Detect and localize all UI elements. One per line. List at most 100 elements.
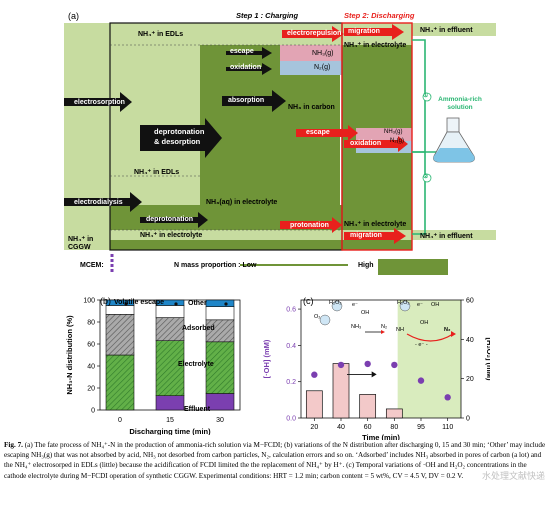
deprotonation-bottom-label: deprotonation <box>146 216 194 223</box>
bar-segment <box>105 305 135 315</box>
bar-segment <box>205 393 235 411</box>
migration-top-arrow <box>344 24 404 40</box>
y-axis-label: NH₃-N distribution (%) <box>65 315 74 395</box>
inset-n2-right: N₂ <box>444 327 451 333</box>
y-tick-label: 60 <box>87 342 95 349</box>
y-tick-label: 80 <box>87 320 95 327</box>
x-tick-label: 95 <box>417 424 425 431</box>
mcem-label: MCEM: <box>80 262 104 269</box>
inset-h2o2-icon <box>331 300 343 312</box>
nh4-in-electrolyte-mid: NH₄⁺ in electrolyte <box>344 221 407 228</box>
oh-bar <box>332 363 350 419</box>
electrorepulsion-label: electrorepulsion <box>287 30 342 37</box>
oxidation-top-pill <box>280 61 342 75</box>
nh4-in-edls-top: NH₄⁺ in EDLs <box>138 31 184 38</box>
edls-top-band <box>110 23 342 45</box>
y-left-tick-label: 0.4 <box>286 343 296 350</box>
inset-h2o2: H₂O₂ <box>329 300 342 306</box>
panel-a-letter: (a) <box>68 11 79 21</box>
bar-segment <box>205 299 235 307</box>
h2o2-point <box>391 361 398 369</box>
y-tick-label: 100 <box>83 298 95 305</box>
inset-e2: e⁻ <box>417 302 423 308</box>
electrodialysis-arrow <box>64 192 142 212</box>
inset-o2-icon <box>319 314 331 326</box>
escape-mid-arrow <box>296 125 358 141</box>
escape-mid-label: escape <box>306 129 330 136</box>
h2o2-point <box>364 360 371 368</box>
bar-segment <box>105 313 135 356</box>
escape-top-arrow <box>226 47 272 59</box>
x-tick-label: 15 <box>166 417 174 424</box>
inset-oh3: OH <box>420 320 429 326</box>
ammonia-rich-label: Ammonia-rich solution <box>438 96 482 111</box>
x-tick-label: 20 <box>310 424 318 431</box>
nh4-in-electrolyte-top: NH₄⁺ in electrolyte <box>344 42 407 49</box>
y-tick-label: 20 <box>87 386 95 393</box>
bar-segment <box>105 299 135 306</box>
panel-c-letter: (c) <box>303 296 314 306</box>
oxidation-top-label: oxidation <box>230 64 262 71</box>
nh3g-mid-label: NH₃(g) <box>384 129 403 135</box>
inset-oh2: OH <box>431 302 440 308</box>
y-left-tick-label: 0.2 <box>286 379 296 386</box>
migration-bottom-label: migration <box>350 232 382 239</box>
oh-bar <box>305 390 323 419</box>
escape-top-pill <box>280 45 342 61</box>
cggw-column <box>64 23 110 250</box>
circle-1-label: ① <box>423 93 429 99</box>
oh-bar <box>385 408 403 419</box>
bar-segment <box>155 340 185 397</box>
bar-segment <box>155 317 185 342</box>
oxidation-mid-arrow <box>344 136 408 152</box>
y-right-tick-label: 60 <box>466 298 474 305</box>
absorption-arrow <box>222 90 286 112</box>
x-tick-label: 80 <box>390 424 398 431</box>
x-axis-label: Time (min) <box>362 433 400 440</box>
nh4-in-cggw-label: NH₄⁺ in CGGW <box>68 236 94 251</box>
inset-h2o2-right: H₂O₂ <box>397 300 410 306</box>
flask-icon <box>433 117 475 163</box>
deprotonation-desorption-arrow <box>140 118 222 158</box>
oxidation-mid-label: oxidation <box>350 140 382 147</box>
nh3aq-label: NH₃(aq) in electrolyte <box>206 199 278 206</box>
panel-a: (a) Step 1 : Charging Step 2: Dischargin… <box>64 11 496 275</box>
oxidation-top-arrow <box>226 63 272 75</box>
bar-dot <box>174 302 178 306</box>
effluent-top-band <box>412 23 496 36</box>
inset-oh1: OH <box>361 310 370 316</box>
y-left-axis-label: [·OH] (mM) <box>262 339 271 378</box>
n2g-mid-label: N₂(g) <box>390 138 404 144</box>
nh4-in-edls-mid: NH₄⁺ in EDLs <box>134 169 180 176</box>
n2g-top-label: N₂(g) <box>314 64 331 71</box>
trend-arrow-head <box>371 371 377 378</box>
bar-segment <box>205 341 235 394</box>
inset-o2: O₂ <box>314 314 321 320</box>
y-left-tick-label: 0.6 <box>286 307 296 314</box>
escape-top-label: escape <box>230 48 254 55</box>
panel-b-letter: (b) <box>100 296 111 306</box>
bottom-band <box>110 230 496 240</box>
y-right-tick-label: 20 <box>466 376 474 383</box>
x-tick-label: 0 <box>118 417 122 424</box>
inset-e-minus: - e⁻ - <box>415 342 428 348</box>
watermark: 水处理文献快递 <box>481 472 545 482</box>
bar-segment <box>155 395 185 411</box>
absorption-label: absorption <box>228 97 265 104</box>
migration-top-label: migration <box>348 28 380 35</box>
inset-arrow-left-head <box>381 330 385 334</box>
x-tick-label: 60 <box>364 424 372 431</box>
panel-a-diagram <box>64 22 496 275</box>
bar-segment <box>105 354 135 411</box>
nh3-in-carbon-label: NH₃ in carbon <box>288 104 335 111</box>
circle-2-label: ② <box>423 174 429 180</box>
figure-caption: Fig. 7. (a) The fate process of NH₄⁺-N i… <box>4 440 549 481</box>
deprotonation-desorption-label: deprotonation & desorption <box>154 127 205 146</box>
bar-dot <box>224 302 228 306</box>
electrosorption-label: electrosorption <box>74 99 125 106</box>
panel-b-label-adsorbed: Adsorbed <box>182 325 215 332</box>
inset-arrow-right <box>406 333 454 342</box>
